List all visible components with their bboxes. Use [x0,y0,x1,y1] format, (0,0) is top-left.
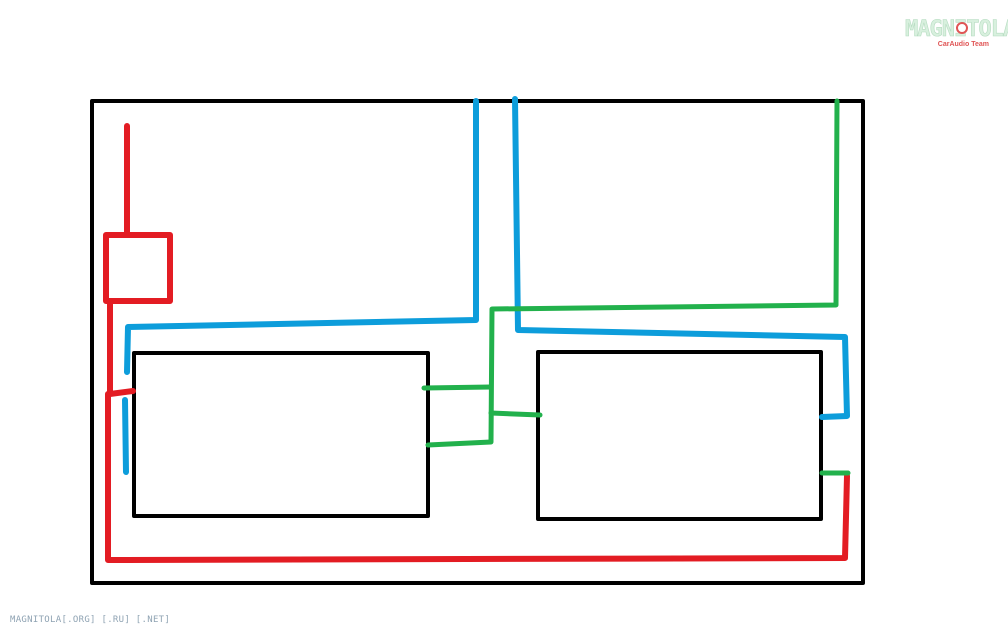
red-wire-loop [105,391,850,563]
right-component-box [536,350,823,521]
site-watermark: MAGNITOLA[.ORG] [.RU] [.NET] [10,615,171,625]
blue-wire-left [124,98,479,375]
red-wiring [103,123,850,563]
blue-wire-left-terminal [122,397,129,475]
green-wire-right-link [488,410,543,418]
left-component-box [132,351,430,518]
logo-subtitle: CarAudio Team [937,41,989,48]
green-wire-top [425,98,840,448]
red-fuse-box [103,232,173,304]
green-wiring [421,98,851,476]
magnitola-logo: MAGNITOLA CarAudio Team [905,16,1008,52]
green-wire-upper-link [421,384,494,391]
blue-wiring [122,96,850,475]
blue-wire-right [512,96,850,420]
logo-ring-icon [956,22,968,34]
